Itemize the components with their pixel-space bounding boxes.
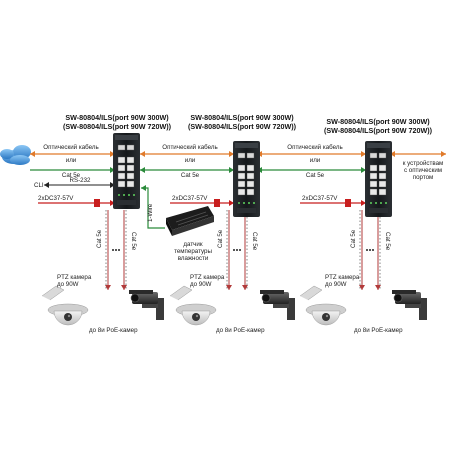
sensor-line1: датчик bbox=[183, 241, 203, 248]
switch-1-title-line2: (SW-80804/ILS(port 90W 720W)) bbox=[62, 122, 172, 131]
fuse-icons bbox=[94, 199, 351, 207]
power-label-1: 2xDC37-57V bbox=[38, 195, 74, 202]
power-arrows bbox=[110, 200, 366, 206]
right-or-label: или bbox=[309, 157, 321, 164]
sensor-label: датчик температуры влажности bbox=[168, 241, 218, 262]
dome-camera-1-icon bbox=[41, 285, 89, 326]
fuse-icon bbox=[214, 199, 220, 207]
switch-3-title-line1: SW-80804/ILS(port 90W 300W) bbox=[326, 117, 430, 126]
devices-line3: портом bbox=[412, 174, 434, 181]
cam3-cat-a: Cat 5e bbox=[350, 229, 357, 248]
cam2-cat-b: Cat 5e bbox=[251, 232, 258, 251]
power-label-2: 2xDC37-57V bbox=[172, 195, 208, 202]
cam2-ptz-label: PTZ камера до 90W bbox=[190, 274, 224, 288]
cam3-ptz-line2: до 90W bbox=[325, 281, 347, 288]
fuse-icon bbox=[94, 199, 100, 207]
sensor-icon bbox=[166, 206, 214, 236]
switch-2-title-line1: SW-80804/ILS(port 90W 300W) bbox=[190, 113, 294, 122]
bullet-camera-2-icon bbox=[260, 290, 295, 320]
camera-cables bbox=[107, 210, 379, 290]
switch-1-title: SW-80804/ILS(port 90W 300W) (SW-80804/IL… bbox=[52, 113, 182, 131]
devices-label: к устройствам с оптическим портом bbox=[397, 160, 449, 181]
cloud-icon bbox=[0, 145, 31, 165]
switch-2-title: SW-80804/ILS(port 90W 300W) (SW-80804/IL… bbox=[177, 113, 307, 131]
fuse-icon bbox=[345, 199, 351, 207]
switch-3-icon bbox=[365, 141, 392, 217]
cam3-ptz-line1: PTZ камера bbox=[325, 274, 360, 281]
switch-3-title: SW-80804/ILS(port 90W 300W) (SW-80804/IL… bbox=[309, 117, 447, 135]
switches bbox=[113, 133, 392, 217]
camera-cable-arrows bbox=[105, 285, 381, 290]
right-cat-label: Cat 5e bbox=[305, 172, 325, 179]
cam3-poe-label: до 8и PoE-камер bbox=[354, 327, 403, 334]
switch-1-icon bbox=[113, 133, 140, 209]
dome-camera-3-icon bbox=[299, 285, 347, 326]
cam2-ptz-line1: PTZ камера bbox=[190, 274, 225, 281]
switch-2-icon bbox=[233, 141, 260, 217]
switch-3-title-line2: (SW-80804/ILS(port 90W 720W)) bbox=[323, 126, 433, 135]
devices-line1: к устройствам bbox=[402, 160, 444, 167]
cam2-ptz-line2: до 90W bbox=[190, 281, 212, 288]
devices-line2: с оптическим bbox=[403, 167, 443, 174]
cam1-poe-label: до 8и PoE-камер bbox=[89, 327, 138, 334]
ellipsis-dots bbox=[112, 249, 374, 251]
camera-cable-dashes bbox=[105, 210, 381, 290]
cam2-poe-label: до 8и PoE-камер bbox=[216, 327, 265, 334]
switch-1-title-line1: SW-80804/ILS(port 90W 300W) bbox=[65, 113, 169, 122]
onewire-label: 1-Wire bbox=[147, 203, 154, 222]
cam1-ptz-line1: PTZ камера bbox=[57, 274, 92, 281]
bullet-camera-1-icon bbox=[129, 290, 164, 320]
mid-cat-label: Cat 5e bbox=[180, 172, 200, 179]
cam3-cat-b: Cat 5e bbox=[384, 232, 391, 251]
cam3-ptz-label: PTZ камера до 90W bbox=[325, 274, 359, 288]
left-or-label: или bbox=[65, 157, 77, 164]
mid-or-label: или bbox=[184, 157, 196, 164]
cam1-cat-a: Cat 5e bbox=[96, 229, 103, 248]
cam2-cat-a: Cat 5e bbox=[217, 229, 224, 248]
left-fiber-label: Оптический кабель bbox=[43, 144, 99, 151]
cam1-ptz-label: PTZ камера до 90W bbox=[57, 274, 91, 288]
bullet-camera-3-icon bbox=[392, 290, 427, 320]
cli-label: CLI bbox=[34, 182, 44, 189]
cam1-ptz-line2: до 90W bbox=[57, 281, 79, 288]
left-cat-label: Cat 5e bbox=[61, 172, 81, 179]
cam1-cat-b: Cat 5e bbox=[130, 232, 137, 251]
rs232-label: RS-232 bbox=[69, 177, 91, 184]
right-fiber-label: Оптический кабель bbox=[287, 144, 343, 151]
switch-2-title-line2: (SW-80804/ILS(port 90W 720W)) bbox=[187, 122, 297, 131]
dome-camera-2-icon bbox=[169, 285, 217, 326]
sensor-line2: температуры bbox=[174, 248, 212, 255]
power-label-3: 2xDC37-57V bbox=[302, 195, 338, 202]
sensor-line3: влажности bbox=[177, 255, 209, 262]
mid-fiber-label: Оптический кабель bbox=[162, 144, 218, 151]
cameras bbox=[41, 285, 427, 326]
